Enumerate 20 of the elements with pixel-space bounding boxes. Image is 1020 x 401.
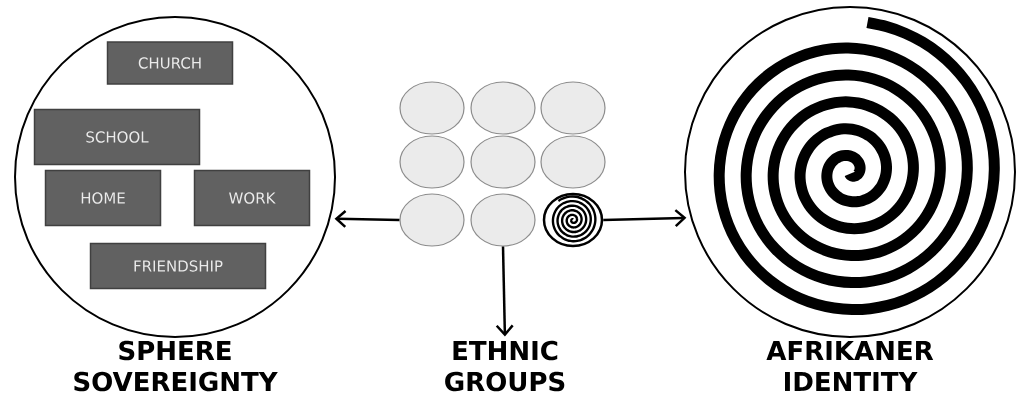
node-label: SPHERE SOVEREIGNTY [74,340,278,392]
group-circle [399,135,465,189]
group-circle [470,81,536,135]
node-label: AFRIKANER IDENTITY [766,341,934,391]
arrow [603,209,687,228]
label-box: SCHOOL [33,108,201,166]
arrow [495,246,514,337]
group-circle [399,81,465,135]
group-circle [470,135,536,189]
spiral-icon [542,192,604,248]
group-circle [470,193,536,247]
group-circle [540,135,606,189]
label-box: WORK [193,169,311,227]
arrow [334,210,400,228]
heading-text: ETHNIC GROUPS [445,340,565,392]
group-circle [399,193,465,247]
label-box: FRIENDSHIP [89,242,267,290]
label-box: CHURCH [106,41,234,85]
group-circle [540,81,606,135]
label-box: HOME [44,169,162,227]
